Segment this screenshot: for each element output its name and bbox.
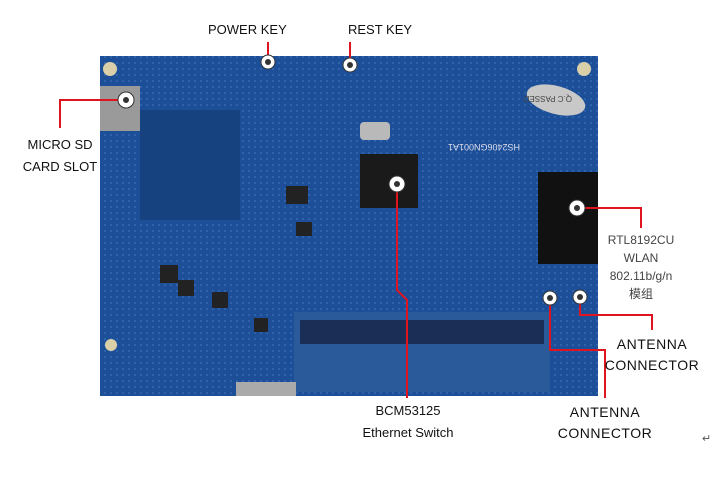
- bcm-chip: [360, 154, 418, 208]
- bcm-label: BCM53125 Ethernet Switch: [350, 400, 466, 444]
- label-line: CARD SLOT: [22, 159, 98, 174]
- antenna-label-2: ANTENNA CONNECTOR: [555, 402, 655, 444]
- label-line: RTL8192CU: [607, 233, 675, 247]
- return-mark: ↵: [702, 433, 712, 445]
- label-line: Ethernet Switch: [362, 425, 454, 440]
- qc-sticker: Q.C PASSED: [523, 94, 572, 103]
- micro-sd-slot: [100, 86, 140, 131]
- label-line: ANTENNA: [569, 404, 641, 420]
- label-line: CONNECTOR: [604, 357, 700, 373]
- label-line: 802.11b/g/n: [609, 269, 673, 283]
- silkscreen: HS2406GN001A1: [448, 142, 520, 152]
- label-line: WLAN: [623, 251, 659, 265]
- antenna-label-1: ANTENNA CONNECTOR: [602, 334, 702, 376]
- label-line: 模组: [628, 287, 653, 301]
- rest-key-label: REST KEY: [348, 22, 413, 37]
- label-line: BCM53125: [375, 403, 441, 418]
- rtl-label: RTL8192CU WLAN 802.11b/g/n 模组: [601, 231, 681, 303]
- label-line: CONNECTOR: [557, 425, 653, 441]
- power-key-label: POWER KEY: [208, 22, 287, 37]
- wlan-module: [538, 172, 598, 264]
- label-line: ANTENNA: [616, 336, 688, 352]
- micro-sd-label: MICRO SD CARD SLOT: [22, 134, 98, 178]
- label-line: MICRO SD: [27, 137, 93, 152]
